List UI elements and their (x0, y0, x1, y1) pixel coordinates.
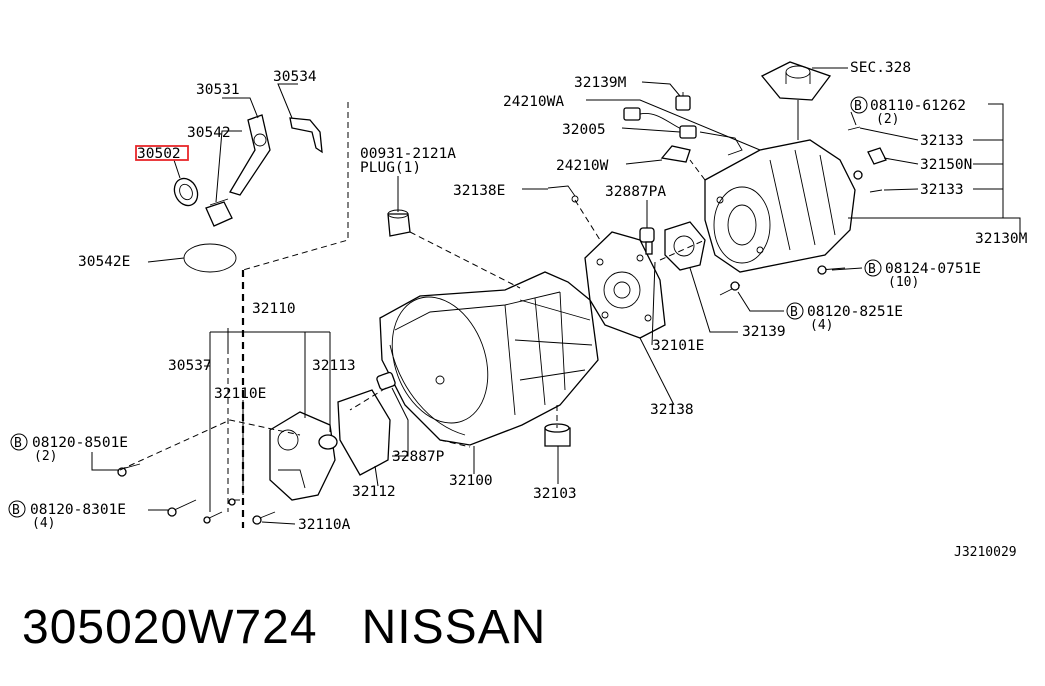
rear-cover-32110 (269, 411, 338, 501)
switch-32139m (675, 92, 691, 111)
label-32101e: 32101E (652, 338, 704, 354)
transmission-case-32100 (379, 271, 599, 446)
ring-30542e (183, 243, 237, 273)
lever-30534 (289, 117, 323, 154)
assembly-lines (119, 102, 706, 528)
label-08110-61262: 08110-61262 (870, 98, 966, 114)
label-08120-8301-qty: (4) (32, 516, 55, 531)
label-08120-8251e: 08120-8251E (807, 304, 903, 320)
bolt-symbols: B B B B B (8, 96, 882, 518)
leader-lines (91, 67, 1021, 525)
label-32150n: 32150N (920, 157, 972, 173)
plug-32887p (376, 371, 396, 391)
extension-housing-32130m (704, 139, 856, 273)
label-08120-8301e: 08120-8301E (30, 502, 126, 518)
label-24210w: 24210W (556, 158, 609, 174)
label-30542e: 30542E (78, 254, 130, 270)
bolt-symbol-08120-8251: B (790, 305, 798, 320)
highlight-box-30502 (135, 145, 189, 161)
label-32133-upper: 32133 (920, 133, 964, 149)
label-32100: 32100 (449, 473, 493, 489)
label-32005: 32005 (562, 122, 606, 138)
brand-name: NISSAN (361, 601, 547, 654)
label-08124-qty: (10) (888, 275, 919, 290)
label-32110a: 32110A (298, 517, 351, 533)
label-32130m: 32130M (975, 231, 1028, 247)
label-30502: 30502 (137, 146, 181, 162)
label-sec328: SEC.328 (850, 60, 911, 76)
gasket-32139 (664, 221, 706, 271)
adapter-plate-32101e (584, 231, 666, 339)
label-32138e: 32138E (453, 183, 505, 199)
label-08120-8251-qty: (4) (810, 318, 833, 333)
bolt-symbol-08110: B (854, 99, 862, 114)
part-labels: SEC.328 32139M 24210WA 32005 24210W 3213… (30, 60, 1028, 560)
label-32112: 32112 (352, 484, 396, 500)
label-32138: 32138 (650, 402, 694, 418)
label-08124-0751e: 08124-0751E (885, 261, 981, 277)
label-32110e: 32110E (214, 386, 266, 402)
breather-32138e (547, 185, 579, 203)
bushing-30502 (173, 177, 199, 207)
label-32887p: 32887P (392, 449, 445, 465)
label-30531: 30531 (196, 82, 240, 98)
diagram-code: J3210029 (954, 545, 1017, 560)
parts-diagram: B B B B B SEC.328 32139M 24210WA 32005 2… (8, 60, 1028, 560)
label-30534: 30534 (273, 69, 317, 85)
bolt-icons (117, 126, 887, 525)
plug-32887pa (639, 227, 655, 255)
bolt-symbol-08120-8501: B (14, 436, 22, 451)
bolt-symbol-08124: B (868, 262, 876, 277)
plug-00931 (387, 209, 411, 237)
label-24210wa: 24210WA (503, 94, 564, 110)
top-cover-sec328 (760, 61, 832, 140)
label-32139m: 32139M (574, 75, 627, 91)
label-08120-8501-qty: (2) (34, 449, 57, 464)
label-08110-qty: (2) (876, 112, 899, 127)
label-32103: 32103 (533, 486, 577, 502)
bolt-symbol-08120-8301: B (12, 503, 20, 518)
label-30537: 30537 (168, 358, 212, 374)
gasket-32112 (337, 389, 391, 476)
part-number: 305020W724 (22, 601, 318, 654)
sensor-32005 (623, 107, 743, 156)
label-32113: 32113 (312, 358, 356, 374)
label-32887pa: 32887PA (605, 184, 666, 200)
label-32133-lower: 32133 (920, 182, 964, 198)
clip-24210w (660, 145, 691, 163)
label-30542: 30542 (187, 125, 231, 141)
shift-fork-30531 (229, 114, 271, 196)
label-32139: 32139 (742, 324, 786, 340)
label-08120-8501e: 08120-8501E (32, 435, 128, 451)
label-32110: 32110 (252, 301, 296, 317)
label-plug: PLUG(1) (360, 160, 421, 176)
footer-caption: 305020W724 NISSAN (22, 598, 546, 658)
bushing-30542 (205, 198, 233, 227)
label-00931-2121a: 00931-2121A (360, 146, 456, 162)
